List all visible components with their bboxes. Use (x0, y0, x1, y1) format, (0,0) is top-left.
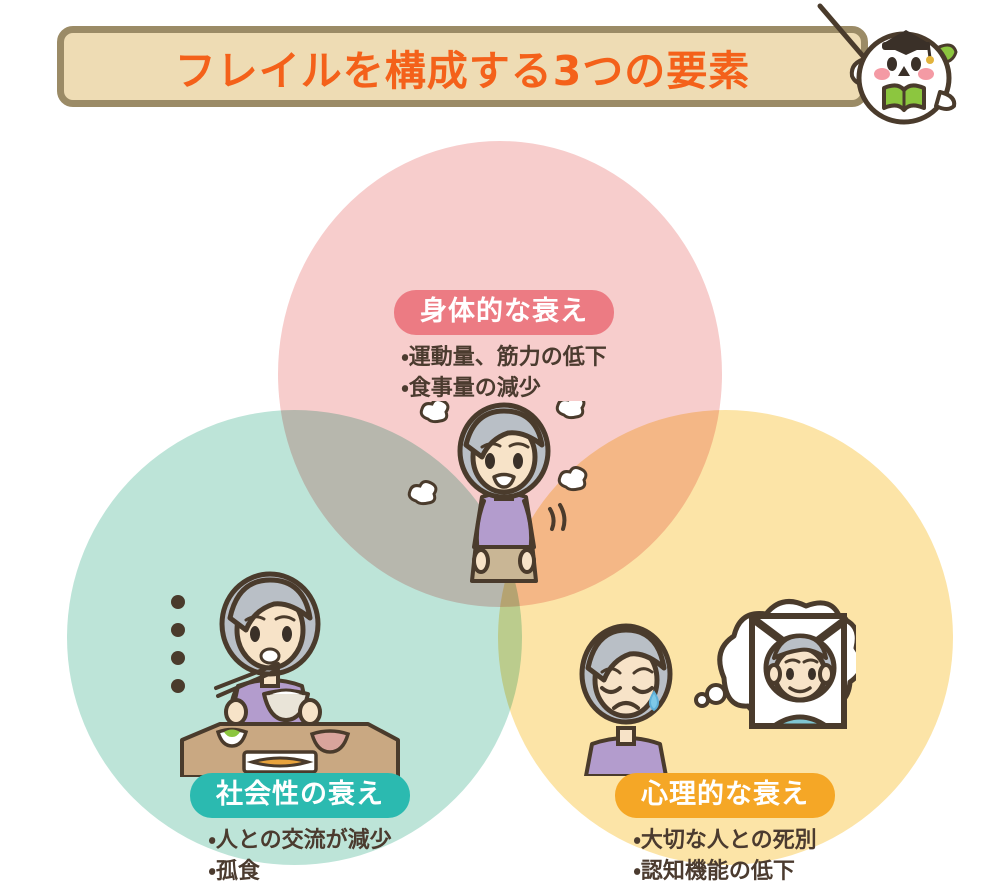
title-banner: フレイルを構成する3つの要素 (57, 26, 868, 107)
illustration-elderly-woman-fatigued (404, 394, 604, 601)
bullets-psychological: ・大切な人との死別 ・認知機能の低下 (633, 825, 816, 887)
badge-physical-decline: 身体的な衰え (394, 290, 614, 336)
group-social: 社会性の衰え ・人との交流が減少 ・孤食 (110, 773, 490, 888)
bullet-item: ・食事量の減少 (401, 376, 541, 402)
bullet-item: ・運動量、筋力の低下 (401, 345, 607, 371)
badge-social-decline: 社会性の衰え (190, 773, 410, 819)
group-psychological: 心理的な衰え ・大切な人との死別 ・認知機能の低下 (535, 773, 915, 888)
bullet-item: ・大切な人との死別 (633, 828, 817, 854)
bullet-item: ・孤食 (208, 859, 260, 885)
group-physical: 身体的な衰え ・運動量、筋力の低下 ・食事量の減少 (324, 290, 684, 405)
illustration-elderly-woman-crying-memorial (556, 596, 865, 778)
bullet-item: ・認知機能の低下 (633, 859, 795, 885)
owl-professor-mascot (806, 0, 1000, 132)
illustration-elderly-woman-eating-alone (160, 562, 400, 779)
bullets-physical: ・運動量、筋力の低下 ・食事量の減少 (401, 342, 606, 404)
venn-diagram: 身体的な衰え ・運動量、筋力の低下 ・食事量の減少 社会性の衰え ・人との交流が… (0, 130, 1000, 884)
page-title: フレイルを構成する3つの要素 (174, 46, 751, 95)
badge-psychological-decline: 心理的な衰え (615, 773, 835, 819)
bullet-item: ・人との交流が減少 (208, 828, 392, 854)
bullets-social: ・人との交流が減少 ・孤食 (208, 825, 391, 887)
